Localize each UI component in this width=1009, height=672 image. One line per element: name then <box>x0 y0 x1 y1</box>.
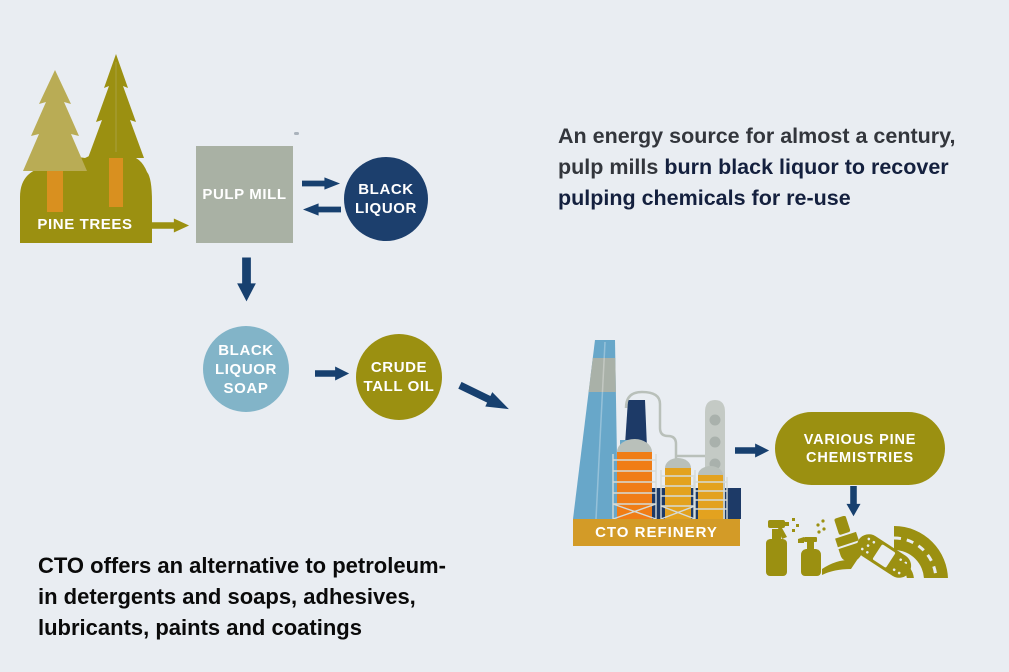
chemistries-label-line1: VARIOUS PINE <box>803 431 917 448</box>
pulp-mill-node: PULP MILL <box>196 146 293 243</box>
refinery-chimney-band <box>588 358 616 392</box>
arrow-pine-to-pulpmill <box>152 218 190 233</box>
crude-tall-oil-label-line1: CRUDE <box>370 359 428 376</box>
big-tank-dome <box>617 439 652 452</box>
cto-refinery-label: CTO REFINERY <box>595 524 718 541</box>
right-tank-scaffold <box>693 477 728 519</box>
annotation-energy-source: An energy source for almost a century, p… <box>558 121 1008 214</box>
black-liquor-label-line2: LIQUOR <box>355 200 417 217</box>
black-liquor-node: BLACK LIQUOR <box>344 157 428 241</box>
black-liquor-soap-node: BLACK LIQUOR SOAP <box>203 326 289 412</box>
black-liquor-soap-label-line2: LIQUOR <box>215 360 277 378</box>
cto-refinery-banner: CTO REFINERY <box>573 519 740 546</box>
big-tank <box>617 452 652 519</box>
black-liquor-soap-label-line3: SOAP <box>223 379 269 397</box>
annotation-energy-line2-end: burn black liquor to recover <box>664 155 949 179</box>
annotation-cto-alternative: CTO offers an alternative to petroleum- … <box>38 550 508 643</box>
chimney-highlight <box>595 341 606 520</box>
soap-dispenser-icon <box>798 519 826 576</box>
refinery-pipe-1 <box>624 390 678 468</box>
annotation-cto-line3: lubricants, paints and coatings <box>38 615 362 640</box>
product-icons-row <box>766 516 948 578</box>
middle-tank-scaffold <box>660 470 696 520</box>
annotation-energy-line2-start: pulp mills <box>558 155 665 179</box>
various-pine-chemistries-node: VARIOUS PINE CHEMISTRIES <box>775 412 945 485</box>
column-port-2 <box>709 436 721 448</box>
pine-tree-left <box>23 70 87 171</box>
arrow-soap-to-cto <box>315 366 350 381</box>
annotation-cto-line2: in detergents and soaps, adhesives, <box>38 584 416 609</box>
cto-refinery-illustration <box>573 340 741 520</box>
pine-trees-illustration: PINE TREES <box>15 52 155 247</box>
annotation-cto-line1: CTO offers an alternative to petroleum- <box>38 553 446 578</box>
right-tank-dome <box>698 466 723 475</box>
crude-tall-oil-label-line2: TALL OIL <box>363 378 435 395</box>
road-icon <box>893 526 948 578</box>
arrow-pulpmill-to-blackliquor <box>302 177 341 190</box>
paint-brush-icon <box>822 516 862 575</box>
tree-trunk-left <box>47 164 63 212</box>
crude-tall-oil-node: CRUDE TALL OIL <box>356 334 442 420</box>
arrow-refinery-to-chemistries <box>735 443 770 458</box>
arrow-cto-to-refinery <box>458 381 509 410</box>
pine-trees-label: PINE TREES <box>37 216 133 233</box>
black-liquor-soap-label-line1: BLACK <box>218 341 274 359</box>
tree-trunk-right <box>109 152 123 207</box>
chemistries-label-line2: CHEMISTRIES <box>806 449 914 466</box>
black-liquor-label-line1: BLACK <box>358 181 414 198</box>
pine-trees-graphic <box>20 54 152 243</box>
big-tank-scaffold <box>612 454 657 520</box>
pulp-mill-label: PULP MILL <box>202 186 287 203</box>
arrow-blackliquor-to-pulpmill <box>302 203 341 216</box>
spray-bottle-icon <box>766 518 799 576</box>
arrow-chemistries-to-products <box>846 486 861 517</box>
annotation-energy-line1: An energy source for almost a century, <box>558 124 956 148</box>
arrow-pulpmill-to-soap <box>237 257 256 302</box>
stray-mark <box>294 132 299 135</box>
column-port-1 <box>709 414 721 426</box>
annotation-energy-line3: pulping chemicals for re-use <box>558 186 851 210</box>
middle-tank-dome <box>665 458 691 468</box>
